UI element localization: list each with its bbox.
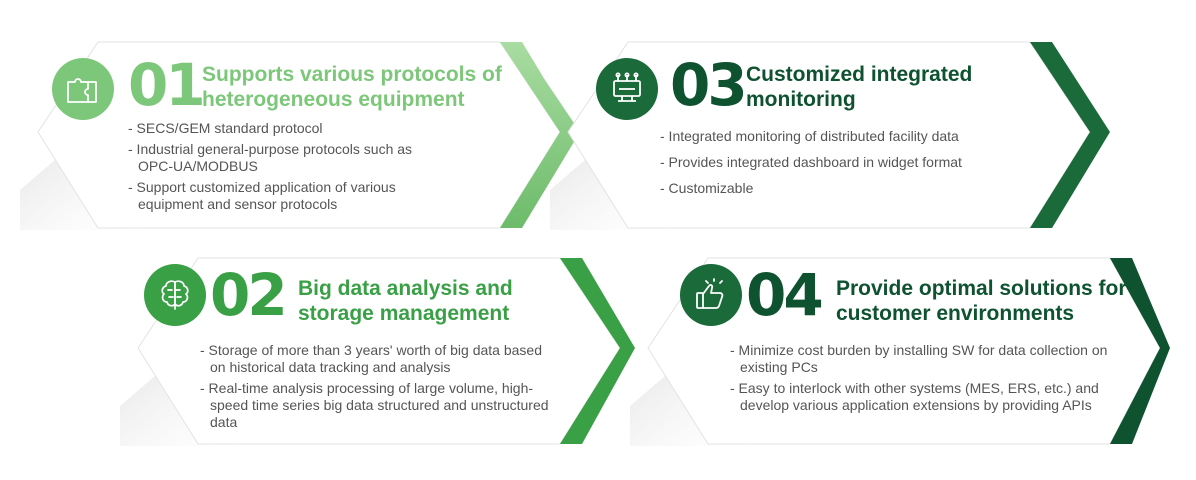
card-04-bullet: - Minimize cost burden by installing SW … [730, 342, 1108, 375]
card-02-bullet: - Real-time analysis processing of large… [200, 380, 549, 430]
card-02-badge [144, 264, 206, 326]
card-01-bullets: - SECS/GEM standard protocol - Industria… [128, 120, 448, 217]
card-01-bullet: - SECS/GEM standard protocol [128, 120, 323, 136]
feature-card-02: 02 Big data analysis and storage managem… [120, 256, 690, 446]
card-04-bullet: - Easy to interlock with other systems (… [730, 380, 1099, 413]
card-01-number: 01 [128, 51, 206, 119]
monitor-icon [613, 72, 641, 102]
card-03-badge [596, 58, 658, 120]
feature-card-01: 01 Supports various protocols of heterog… [20, 40, 590, 230]
feature-card-03: 03 Customized integrated monitoring - In… [550, 40, 1120, 230]
card-03-title: Customized integrated monitoring [746, 63, 973, 111]
card-03-bullet: - Provides integrated dashboard in widge… [660, 154, 962, 170]
card-01-title: Supports various protocols of heterogene… [202, 63, 502, 111]
card-03-number: 03 [670, 51, 748, 119]
card-03-bullets: - Integrated monitoring of distributed f… [660, 128, 1040, 206]
card-02-title: Big data analysis and storage management [298, 277, 513, 325]
card-01-shape [20, 41, 580, 230]
card-03-shape [550, 41, 1110, 230]
card-01-bullet: - Industrial general-purpose protocols s… [128, 141, 413, 174]
feature-card-04: 04 Provide optimal solutions for custome… [630, 256, 1196, 446]
card-04-badge [680, 264, 742, 326]
card-02-number: 02 [210, 261, 288, 329]
card-02-bullets: - Storage of more than 3 years' worth of… [200, 342, 560, 435]
puzzle-icon [67, 78, 97, 103]
card-04-title: Provide optimal solutions for customer e… [836, 277, 1127, 325]
card-01-badge [52, 58, 114, 120]
card-03-bullet: - Customizable [660, 180, 754, 196]
card-03-bullet: - Integrated monitoring of distributed f… [660, 128, 959, 144]
card-04-number: 04 [746, 261, 824, 329]
card-01-bullet: - Support customized application of vari… [128, 179, 396, 212]
thumbs-up-icon [696, 278, 724, 309]
card-02-shape [120, 257, 635, 446]
card-04-bullets: - Minimize cost burden by installing SW … [730, 342, 1110, 418]
brain-icon [161, 280, 189, 310]
card-02-bullet: - Storage of more than 3 years' worth of… [200, 342, 542, 375]
card-04-shape [630, 257, 1170, 446]
